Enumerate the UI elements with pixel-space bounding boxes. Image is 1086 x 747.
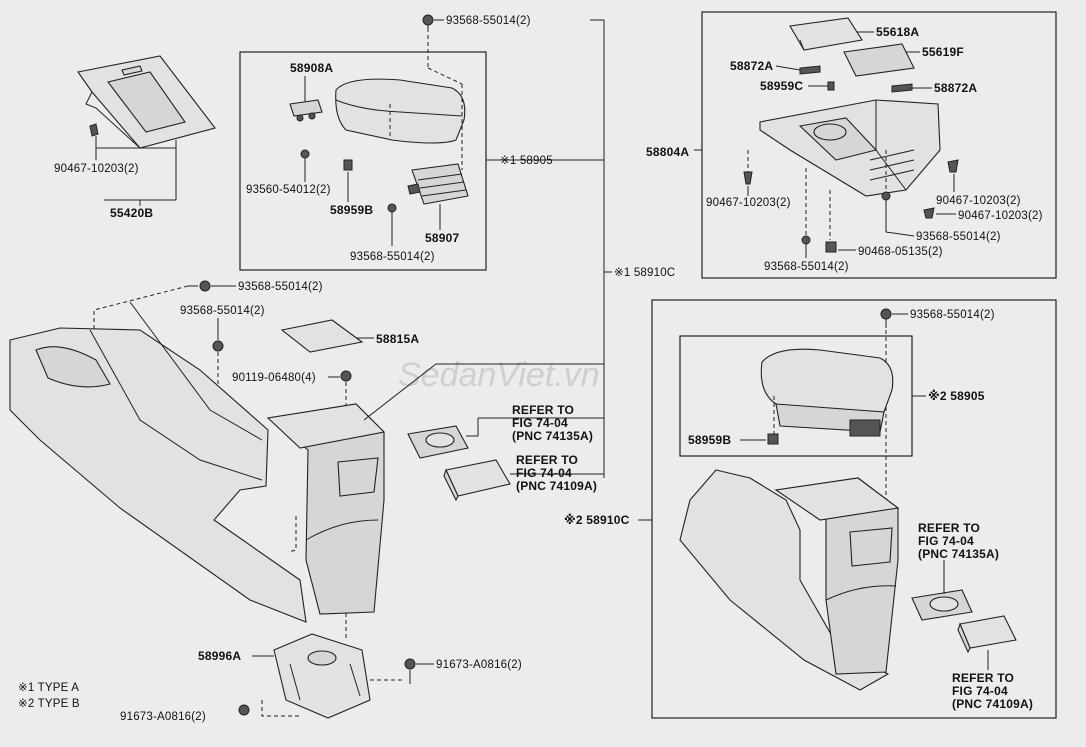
screw-93568-b	[188, 280, 211, 292]
part-58959b-a: 58959B	[330, 203, 373, 217]
console-box-58804a	[759, 99, 941, 197]
part-58959c: 58959C	[760, 79, 803, 93]
clip-90467-d	[923, 207, 935, 219]
part-91673-a0816-a: 91673-A0816(2)	[436, 659, 522, 671]
refer4-line3: (PNC 74109A)	[952, 697, 1033, 711]
tray-74109a	[443, 459, 511, 502]
part-93560-54012: 93560-54012(2)	[246, 184, 331, 196]
screw-93568-e	[801, 235, 811, 245]
console-body-type-b	[679, 469, 900, 691]
refer3-line2: FIG 74-04	[918, 534, 974, 548]
refer1-line1: REFER TO	[512, 403, 574, 417]
part-55619f: 55619F	[922, 45, 964, 59]
console-body-58910c	[9, 301, 386, 623]
part-58907: 58907	[425, 231, 459, 245]
part-58996a: 58996A	[198, 649, 241, 663]
part-58872a-b: 58872A	[934, 81, 977, 95]
legend-type-a: ※1 TYPE A	[18, 682, 79, 694]
lid-58815a	[280, 319, 364, 353]
part-91673-a0816-b: 91673-A0816(2)	[120, 711, 206, 723]
clip-90467-b	[743, 171, 753, 185]
part-258905: ※2 58905	[928, 389, 985, 403]
part-93568-55014-e: 93568-55014(2)	[764, 261, 849, 273]
refer2-line3: (PNC 74109A)	[516, 479, 597, 493]
cushion-58959b-a	[343, 159, 353, 171]
cover-55618a	[789, 17, 863, 51]
part-55420b: 55420B	[110, 206, 153, 220]
screw-93568-c	[212, 340, 224, 352]
hinge-58908a	[289, 99, 323, 122]
part-93568-55014-top: 93568-55014(2)	[446, 15, 531, 27]
bracket-58996a	[273, 633, 371, 719]
armrest-lid-58905	[335, 78, 466, 144]
part-93568-55014-f: 93568-55014(2)	[910, 309, 995, 321]
refer2-line2: FIG 74-04	[516, 466, 572, 480]
screw-93560	[300, 149, 310, 168]
watermark: SedanViet.vn	[398, 356, 600, 394]
console-box-group	[701, 11, 1057, 279]
refer4-line2: FIG 74-04	[952, 684, 1008, 698]
refer1-line2: FIG 74-04	[512, 416, 568, 430]
part-58815a: 58815A	[376, 332, 419, 346]
part-158910c: ※1 58910C	[614, 267, 675, 279]
refer3-line3: (PNC 74135A)	[918, 547, 999, 561]
nut-90468	[825, 241, 837, 253]
refer1-line3: (PNC 74135A)	[512, 429, 593, 443]
cover-55619f	[843, 43, 915, 77]
clip-90119	[340, 370, 352, 382]
part-90467-10203-b: 90467-10203(2)	[706, 197, 791, 209]
refer2-line1: REFER TO	[516, 453, 578, 467]
screw-91673-a	[404, 658, 416, 684]
refer4-line1: REFER TO	[952, 671, 1014, 685]
part-58872a-a: 58872A	[730, 59, 773, 73]
part-93568-55014-d: 93568-55014(2)	[916, 231, 1001, 243]
part-90467-10203-a: 90467-10203(2)	[54, 163, 139, 175]
armrest-lid-type-b	[760, 348, 894, 437]
part-90467-10203-c: 90467-10203(2)	[936, 195, 1021, 207]
part-58804a: 58804A	[646, 145, 689, 159]
part-58959b-b: 58959B	[688, 433, 731, 447]
screw-93568-f	[880, 308, 892, 328]
type-b-box	[651, 299, 1057, 719]
lock-58907	[407, 163, 469, 205]
tray-74109a-b	[957, 615, 1017, 654]
legend-type-b: ※2 TYPE B	[18, 698, 80, 710]
screw-91673-b	[238, 704, 250, 716]
armrest-group-box	[239, 51, 487, 271]
screw-93568-top	[422, 14, 434, 32]
part-93568-55014-a: 93568-55014(2)	[350, 251, 435, 263]
cup-holder-74135a-b	[911, 589, 973, 621]
part-93568-55014-c: 93568-55014(2)	[180, 305, 265, 317]
screw-93568-d	[881, 191, 891, 201]
part-58908a: 58908A	[290, 61, 333, 75]
clip-90467-c	[947, 159, 959, 173]
part-90119-06480: 90119-06480(4)	[232, 372, 316, 384]
part-258910c: ※2 58910C	[564, 513, 630, 527]
part-158905: ※1 58905	[500, 155, 553, 167]
part-93568-55014-b: 93568-55014(2)	[238, 281, 323, 293]
cup-holder-74135a	[407, 425, 469, 459]
part-90468-05135: 90468-05135(2)	[858, 246, 943, 258]
cushion-58959b-b	[767, 433, 779, 445]
part-55618a: 55618A	[876, 25, 919, 39]
screw-93568-a	[387, 203, 397, 222]
part-90467-10203-d: 90467-10203(2)	[958, 210, 1043, 222]
refer3-line1: REFER TO	[918, 521, 980, 535]
shift-panel-55420b	[77, 55, 216, 149]
